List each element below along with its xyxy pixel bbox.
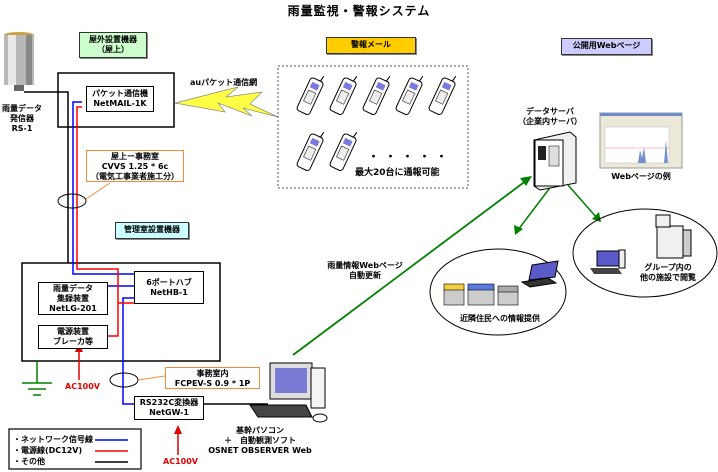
group-facilities-area: [572, 208, 718, 298]
logger-line1: 雨量データ: [53, 284, 93, 293]
mobile-phone-icon: [329, 75, 358, 116]
rain-sensor-line2: 発信器: [10, 114, 34, 123]
arrow-to-group: [567, 184, 598, 219]
hub-model: NetHB-1: [150, 288, 188, 297]
power-line2: ブレーカ等: [53, 337, 93, 346]
six-port-hub: 6ポートハブ NetHB-1: [134, 271, 204, 304]
rooftop-cable-line1: 屋上ー事務室: [111, 152, 159, 161]
ac100v-label-2: AC100V: [163, 457, 198, 466]
base-pc-icon: [249, 362, 328, 423]
web-update-label: 雨量情報Webページ 自動更新: [320, 261, 410, 281]
cable-bundle-office: [109, 372, 139, 388]
pc-line1: 基幹パソコン: [236, 426, 284, 435]
cable-bundle-rooftop: [57, 193, 87, 209]
neighbors-area: [429, 248, 567, 336]
control-room-header: 管理室設置機器: [115, 222, 189, 239]
rain-sensor-line1: 雨量データ: [2, 104, 42, 113]
rooftop-cable-callout: 屋上ー事務室 CVVS 1.25 * 6c （電気工事業者施工分）: [86, 150, 184, 182]
rain-sensor-model: RS-1: [11, 124, 33, 133]
other-line-sensor: [24, 91, 69, 263]
web-update-arrow: [292, 179, 528, 356]
phones-capacity-note: 最大20台に通報可能: [355, 168, 440, 178]
pc-software-name: OSNET OBSERVER Web: [208, 446, 312, 455]
rooftop-enclosure: [57, 72, 175, 128]
office-building-icon: [655, 214, 692, 259]
group-line1: グループ内の: [644, 263, 692, 272]
control-room-enclosure: [21, 262, 221, 362]
group-facilities-label: グループ内の 他の施設で閲覧: [633, 263, 703, 283]
hub-line1: 6ポートハブ: [146, 278, 192, 287]
network-line-converter: [122, 297, 136, 405]
converter-line1: RS232C変換器: [139, 398, 199, 407]
power-line1: 電源装置: [57, 327, 89, 336]
office-cable-spec: FCPEV-S 0.9 * 1P: [174, 379, 251, 388]
web-update-line2: 自動更新: [349, 271, 381, 280]
network-line-rooftop: [72, 101, 134, 275]
base-pc-label: 基幹パソコン ＋ 自動観測ソフト OSNET OBSERVER Web: [205, 426, 315, 456]
web-update-arrowhead: [520, 176, 532, 186]
mobile-phone-icon: [428, 75, 457, 116]
callout-pointer-office: [137, 375, 166, 381]
arrow-to-neighbors-head: [514, 225, 523, 235]
arrow-to-neighbors: [517, 184, 553, 231]
pc-software: ＋ 自動観測ソフト: [224, 436, 296, 445]
converter-model: NetGW-1: [149, 408, 189, 417]
laptop-icon: [520, 260, 559, 288]
phones-group: [296, 75, 457, 172]
rs232c-converter: RS232C変換器 NetGW-1: [134, 396, 204, 420]
diagram-title: 雨量監視・警報システム: [287, 4, 431, 18]
legend-item-network: ・ネットワーク信号線: [13, 435, 93, 444]
neighbors-label: 近隣住民への情報提供: [460, 314, 540, 323]
office-cable-line1: 事務室内: [196, 369, 229, 378]
power-line: [76, 106, 119, 337]
rooftop-cable-spec: CVVS 1.25 * 6c: [101, 162, 169, 171]
desktop-pc-icon: [590, 249, 626, 274]
lightning-bolt-icon: [174, 86, 279, 118]
outdoor-equipment-header: 屋外設置機器 （屋上）: [79, 32, 147, 58]
mobile-phone-icon: [296, 75, 325, 116]
mobile-phone-icon: [329, 131, 358, 172]
callout-pointer-rooftop: [85, 182, 111, 200]
office-cable-callout: 事務室内 FCPEV-S 0.9 * 1P: [165, 367, 260, 389]
packet-comm-device: パケット通信機 NetMAIL-1K: [86, 86, 154, 112]
rain-data-logger: 雨量データ 集録装置 NetLG-201: [38, 282, 108, 315]
houses-icon: [443, 283, 519, 306]
packet-comm-line1: パケット通信機: [92, 89, 148, 98]
webpage-example-thumbnail: [599, 112, 683, 169]
legend-item-other: ・その他: [13, 457, 45, 466]
alert-mail-header: 警報メール: [326, 37, 416, 54]
legend-item-power: ・電源線(DC12V): [13, 446, 83, 455]
mobile-phone-icon: [395, 75, 424, 116]
legend: ・ネットワーク信号線 ・電源線(DC12V) ・その他: [13, 434, 93, 467]
legend-box: [8, 428, 142, 470]
rooftop-cable-note: （電気工事業者施工分）: [91, 172, 179, 181]
rain-gauge-icon: [4, 32, 34, 91]
power-supply-unit: 電源装置 ブレーカ等: [38, 325, 108, 349]
ac100v-label-1: AC100V: [65, 382, 100, 391]
webpage-example-label: Webページの例: [611, 172, 671, 181]
outdoor-header-line1: 屋外設置機器: [89, 35, 137, 44]
ground-icon: [22, 361, 52, 396]
outdoor-header-line2: （屋上）: [97, 45, 129, 54]
mobile-phone-icon: [362, 75, 391, 116]
rain-sensor-label: 雨量データ 発信器 RS-1: [0, 104, 44, 134]
phones-dots: ・・・・・: [368, 150, 453, 163]
au-packet-network-label: auパケット通信網: [190, 78, 258, 87]
server-line2: （企業内サーバ）: [518, 117, 582, 126]
logger-line2: 集録装置: [57, 294, 89, 303]
group-line2: 他の施設で閲覧: [640, 273, 696, 282]
mobile-phone-icon: [296, 131, 325, 172]
data-server-icon: [533, 131, 577, 191]
data-server-label: データサーバ （企業内サーバ）: [515, 107, 585, 127]
public-web-header: 公開用Webページ: [561, 38, 652, 55]
packet-comm-model: NetMAIL-1K: [93, 99, 147, 108]
server-line1: データサーバ: [526, 107, 574, 116]
logger-model: NetLG-201: [49, 304, 97, 313]
ac-arrowhead-2: [174, 425, 182, 434]
web-update-line1: 雨量情報Webページ: [327, 261, 403, 270]
